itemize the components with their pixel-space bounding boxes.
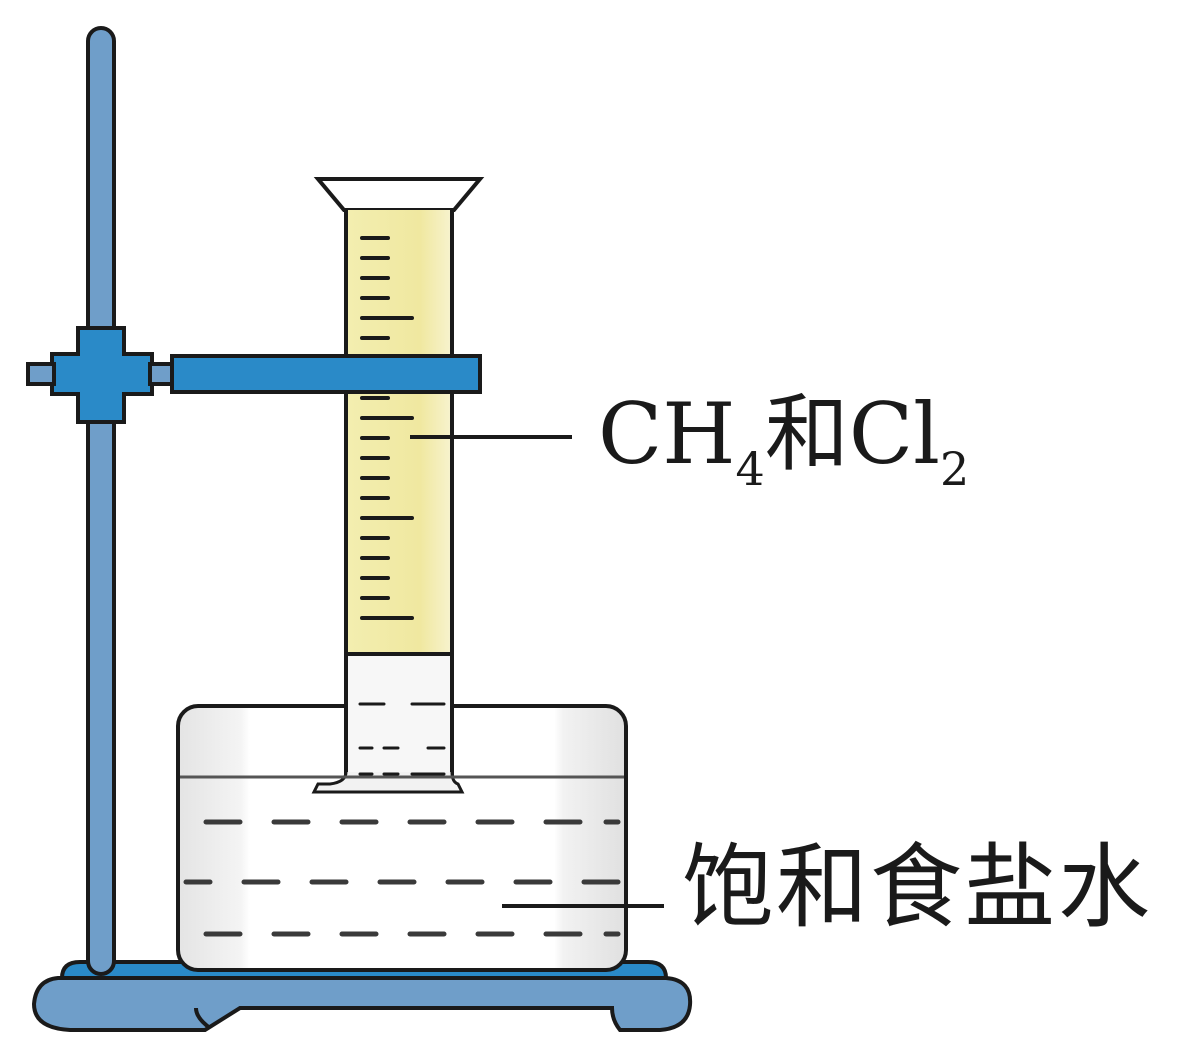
stand-base bbox=[31, 960, 693, 1032]
gas-label-sub2: 2 bbox=[939, 442, 970, 496]
gas-label-part1: CH bbox=[598, 385, 736, 483]
gas-label-sub1: 4 bbox=[735, 442, 765, 496]
graduated-cylinder bbox=[311, 177, 485, 794]
gas-label: CH4和Cl2 bbox=[598, 392, 969, 492]
gas-label-part2: 和Cl bbox=[764, 385, 940, 483]
clamp-screw bbox=[26, 362, 56, 386]
clamp-boss bbox=[50, 326, 154, 424]
clamp-arm bbox=[170, 354, 482, 394]
stand-rod bbox=[86, 26, 116, 976]
water-label: 饱和食盐水 bbox=[682, 834, 1153, 941]
water-dashes bbox=[183, 819, 621, 937]
